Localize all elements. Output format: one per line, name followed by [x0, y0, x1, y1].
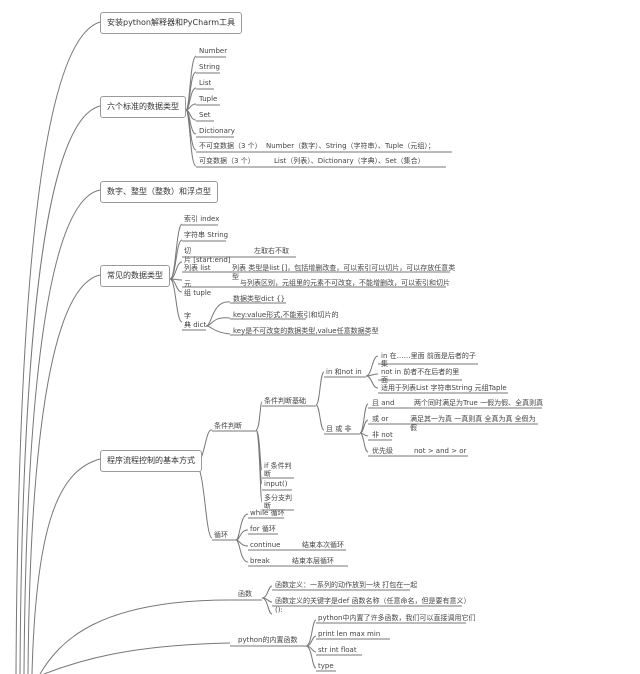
immutable-label[interactable]: 不可变数据（3 个）	[199, 142, 262, 150]
break-desc: 结束本层循环	[292, 557, 334, 565]
node-priority[interactable]: 优先级	[372, 447, 393, 455]
topic-label: 数字、整型（整数）和浮点型	[107, 187, 211, 196]
node-string[interactable]: 字符串 String	[184, 231, 229, 239]
node-multi-b[interactable]: 断	[264, 502, 271, 510]
node-in-notin[interactable]: in 和not in	[326, 368, 362, 376]
and-desc: 两个同时满足为True 一假为假、全真则真	[414, 399, 544, 407]
type-list[interactable]: List	[199, 79, 212, 87]
node-builtins[interactable]: python的内置函数	[238, 636, 298, 644]
topic-number-types[interactable]: 数字、整型（整数）和浮点型	[100, 181, 218, 203]
node-and-or-not[interactable]: 且 或 非	[326, 425, 352, 433]
node-multi-a[interactable]: 多分支判	[264, 494, 292, 502]
node-slice-a[interactable]: 切	[184, 247, 191, 255]
mutable-label[interactable]: 可变数据（3 个）	[199, 157, 255, 165]
or-desc-cont: 假	[410, 424, 417, 432]
node-continue[interactable]: continue	[250, 541, 281, 549]
tuple-note: 与列表区别，元组里的元素不可改变，不能增删改，可以索引和切片	[240, 279, 450, 287]
topic-label: 程序流程控制的基本方式	[107, 456, 195, 465]
slice-note: 左取右不取	[254, 247, 289, 255]
continue-desc: 结束本次循环	[302, 541, 344, 549]
in-desc: in 在……里面 前面是后者的子	[381, 352, 476, 360]
type-string[interactable]: String	[199, 63, 220, 71]
or-desc: 满足其一为真 一真则真 全真为真 全假为	[410, 415, 536, 423]
node-break[interactable]: break	[250, 557, 270, 565]
node-dict-b[interactable]: 典 dict	[184, 321, 207, 329]
node-input[interactable]: input()	[264, 480, 288, 488]
node-cond-basis[interactable]: 条件判断基础	[264, 397, 306, 405]
node-index[interactable]: 索引 index	[184, 215, 220, 223]
builtins-row-1: print len max min	[318, 630, 381, 638]
node-slice-b[interactable]: 片 [start:end]	[184, 256, 231, 264]
type-set[interactable]: Set	[199, 111, 211, 119]
mutable-value: List（列表）、Dictionary（字典）、Set（集合）	[274, 157, 425, 165]
node-loop[interactable]: 循环	[214, 531, 228, 539]
topic-label: 六个标准的数据类型	[107, 102, 179, 111]
dict-note-3: key是不可改变的数据类型,value任意数据类型	[233, 327, 379, 335]
dict-note-2: key:value形式,不能索引和切片的	[233, 311, 339, 319]
node-or[interactable]: 或 or	[372, 415, 389, 423]
builtins-desc: python中内置了许多函数，我们可以直接调用它们	[318, 614, 476, 622]
topic-flow-control[interactable]: 程序流程控制的基本方式	[100, 450, 202, 472]
builtins-row-2: str int float	[318, 646, 357, 654]
topic-six-data-types[interactable]: 六个标准的数据类型	[100, 96, 186, 118]
topic-install-python[interactable]: 安装python解释器和PyCharm工具	[100, 12, 243, 34]
node-and[interactable]: 且 and	[372, 399, 395, 407]
type-tuple[interactable]: Tuple	[199, 95, 218, 103]
node-not[interactable]: 非 not	[372, 431, 393, 439]
node-tuple-a[interactable]: 元	[184, 280, 191, 288]
node-while[interactable]: while 循环	[250, 509, 285, 517]
dict-note-1: 数据类型dict {}	[233, 295, 286, 303]
node-if-a[interactable]: if 条件判	[264, 462, 292, 470]
applies-to: 适用于列表List 字符串String 元组Taple	[381, 384, 507, 392]
notin-desc-cont: 面	[381, 376, 388, 384]
priority-value: not > and > or	[414, 447, 467, 455]
node-for[interactable]: for 循环	[250, 525, 276, 533]
node-tuple-b[interactable]: 组 tuple	[184, 289, 212, 297]
func-def-desc: 函数定义：一系列的动作放到一块 打包在一起	[275, 581, 418, 589]
list-note: 列表 类型是list []，包括增删改查，可以索引可以切片，可以存放任意类	[232, 264, 456, 272]
topic-label: 安装python解释器和PyCharm工具	[107, 18, 236, 27]
type-number[interactable]: Number	[199, 47, 228, 55]
node-dict-a[interactable]: 字	[184, 312, 191, 320]
topic-label: 常见的数据类型	[107, 271, 163, 280]
func-def-keyword: 函数定义的关键字是def 函数名称（任意命名，但是要有意义）	[275, 597, 471, 605]
node-list[interactable]: 列表 list	[184, 264, 211, 272]
list-note-cont: 型	[232, 273, 239, 281]
node-condition[interactable]: 条件判断	[214, 422, 242, 430]
node-if-b[interactable]: 断	[264, 470, 271, 478]
in-desc-cont: 集	[381, 360, 388, 368]
func-def-paren: ():	[275, 606, 283, 614]
node-functions[interactable]: 函数	[238, 590, 252, 598]
notin-desc: not in 前者不在后者的里	[381, 368, 460, 376]
topic-common-types[interactable]: 常见的数据类型	[100, 265, 170, 287]
immutable-value: Number（数字）、String（字符串）、Tuple（元组）；	[266, 142, 435, 150]
builtins-row-3: type	[318, 662, 334, 670]
type-dictionary[interactable]: Dictionary	[199, 127, 235, 135]
